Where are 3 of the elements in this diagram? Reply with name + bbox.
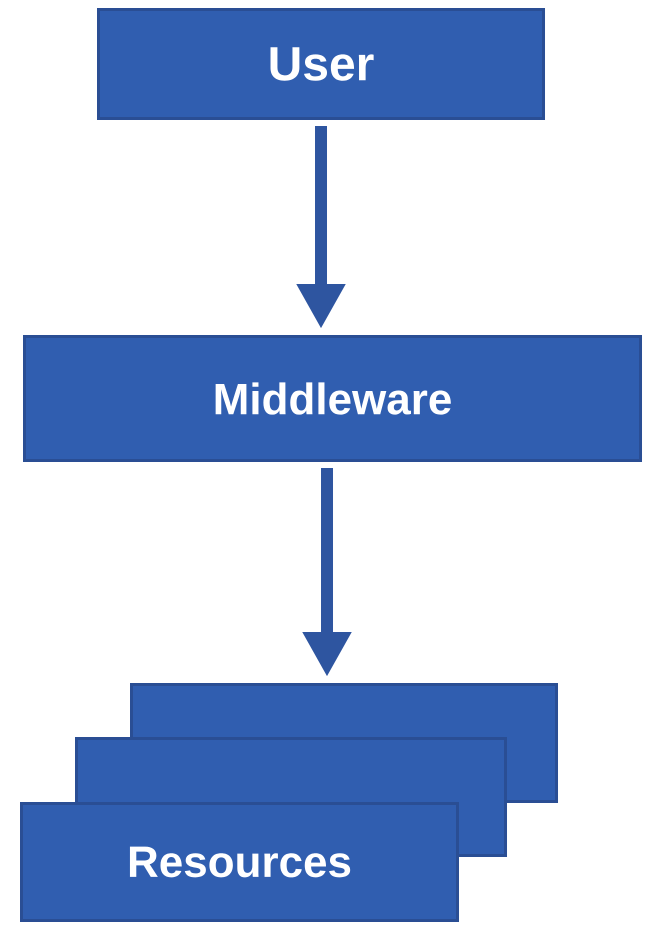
process-box: User [97,8,545,120]
process-box: Resources [20,802,459,922]
process-box: Middleware [23,335,642,462]
